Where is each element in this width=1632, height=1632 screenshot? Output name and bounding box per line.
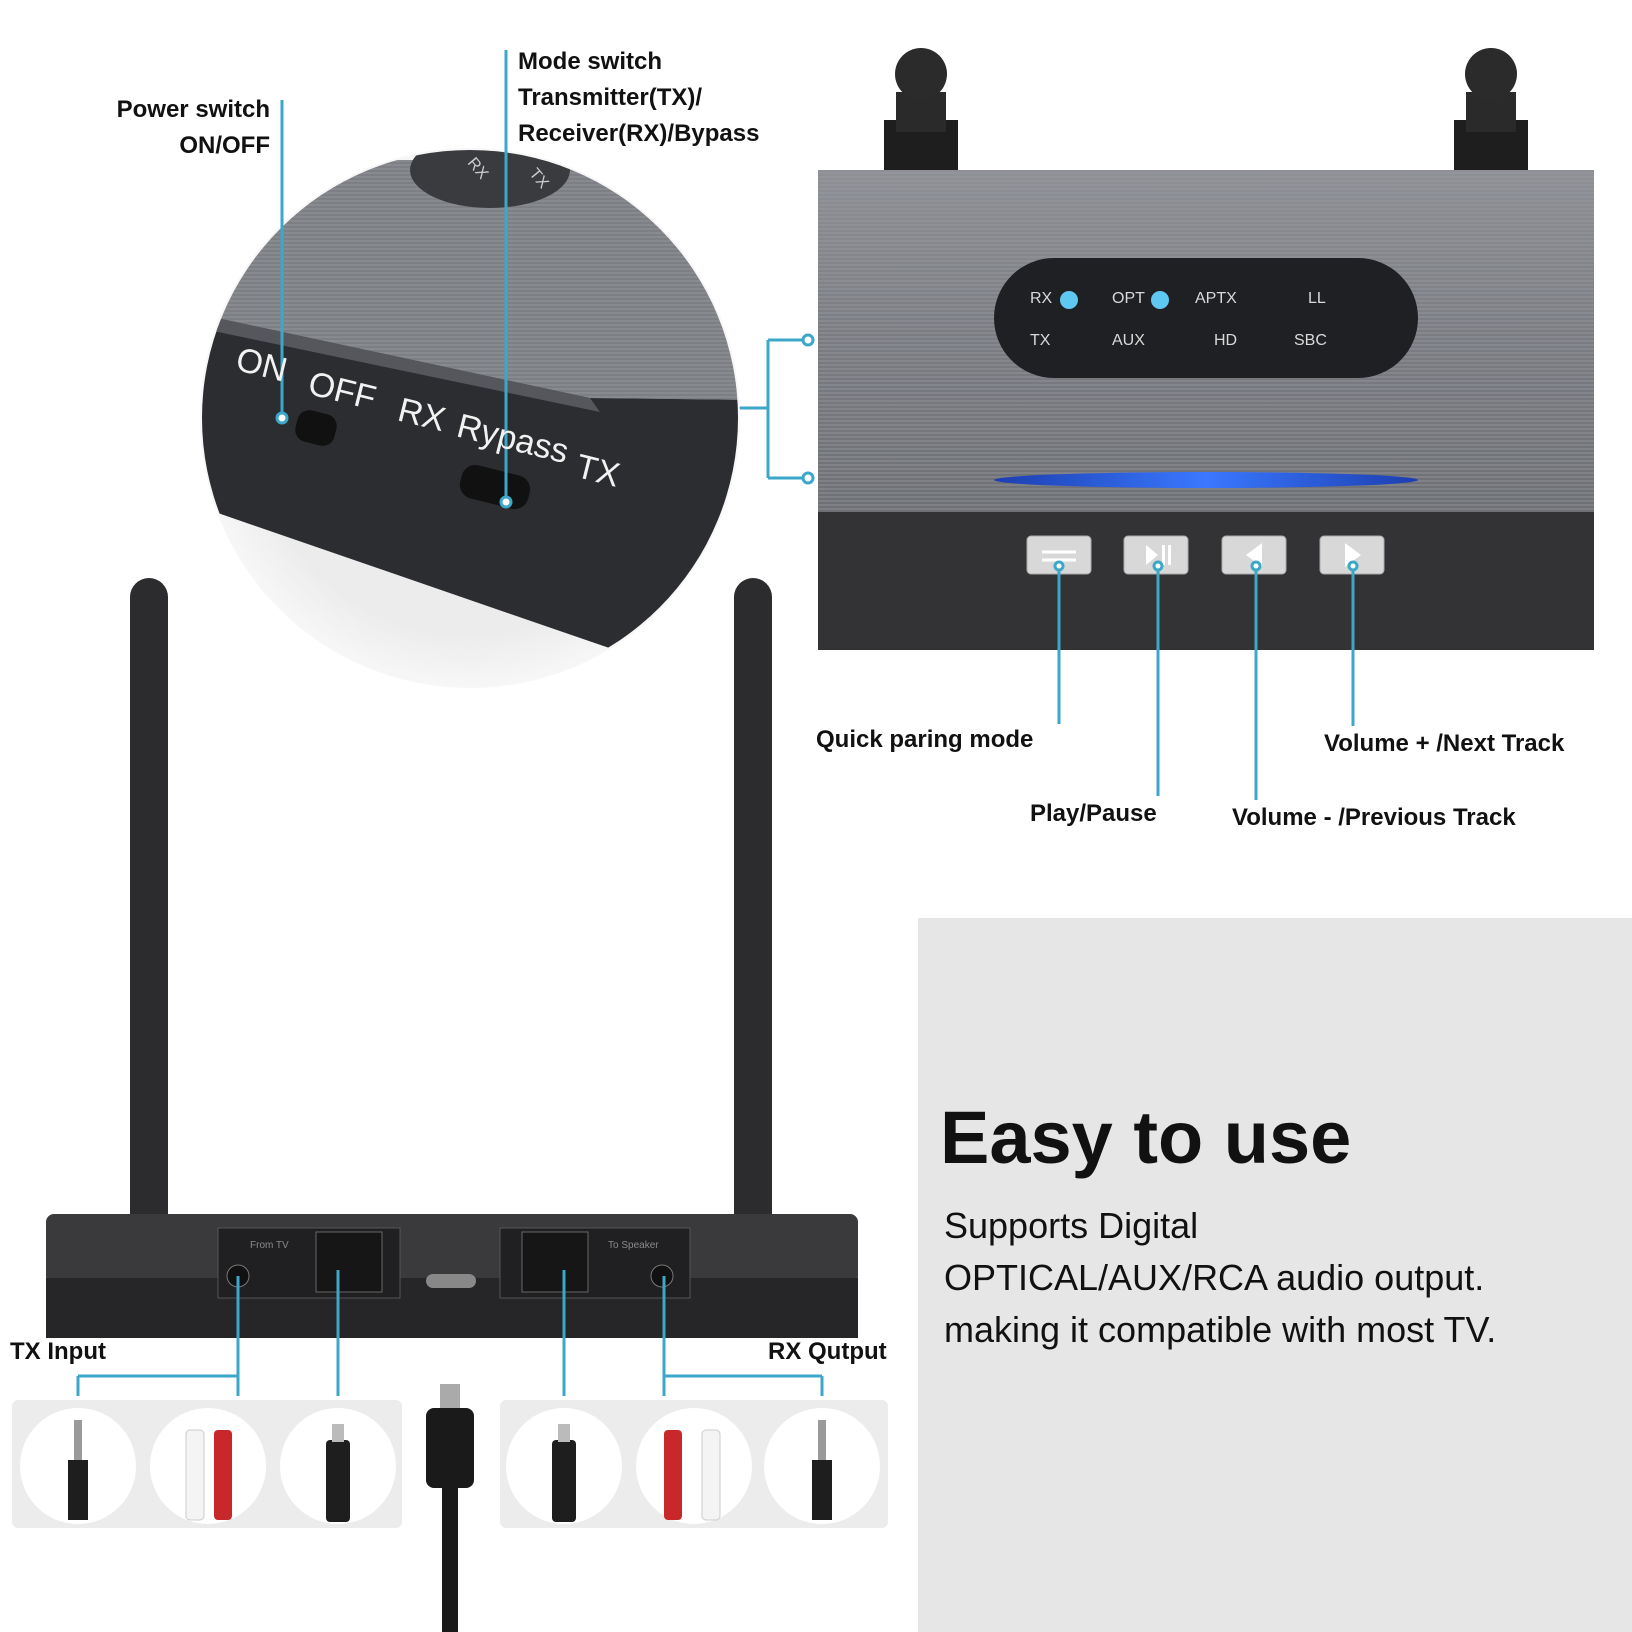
- indicator-label-aux: AUX: [1112, 332, 1145, 349]
- device-rear-view: [46, 578, 858, 1338]
- antenna-left: [130, 578, 168, 1328]
- promo-line-2: OPTICAL/AUX/RCA audio output.: [944, 1257, 1485, 1298]
- indicator-label-hd: HD: [1214, 332, 1238, 349]
- indicator-label-sbc: SBC: [1294, 332, 1327, 349]
- indicator-label-ll: LL: [1308, 290, 1326, 307]
- usb-c-cable-icon: [426, 1384, 474, 1632]
- opt-led: [1151, 291, 1169, 309]
- mode-switch-callout-line3: Receiver(RX)/Bypass: [518, 120, 760, 147]
- rca-plug-icon: [185, 1429, 721, 1521]
- indicator-label-aptx: APTX: [1195, 290, 1237, 307]
- optical-plug-icon: [326, 1424, 576, 1522]
- port-callout-lines: [76, 1270, 824, 1396]
- antenna-right: [734, 578, 772, 1328]
- promo-panel: [918, 918, 1632, 1632]
- quick-pairing-callout: Quick paring mode: [816, 726, 1034, 753]
- indicator-panel: [994, 258, 1418, 378]
- tx-input-callout: TX Input: [10, 1338, 106, 1365]
- power-switch-callout-line2: ON/OFF: [179, 132, 270, 159]
- play-pause-button[interactable]: [1123, 535, 1189, 575]
- indicator-label-rx: RX: [1030, 290, 1053, 307]
- switch-zoom-circle: [200, 148, 740, 688]
- promo-headline: Easy to use: [940, 1096, 1352, 1179]
- zoom-connector: [714, 338, 808, 480]
- volume-down-callout: Volume - /Previous Track: [1232, 804, 1516, 831]
- rx-led: [1060, 291, 1078, 309]
- rx-output-callout: RX Qutput: [768, 1338, 887, 1365]
- antenna-stub-left: [884, 48, 958, 172]
- blue-light-bar: [994, 472, 1418, 488]
- power-switch-callout: Power switch ON/OFF: [70, 92, 270, 164]
- button-callout-lines: [1057, 566, 1355, 800]
- power-switch[interactable]: [275, 411, 289, 425]
- promo-line-3: making it compatible with most TV.: [944, 1309, 1497, 1350]
- indicator-label-opt: OPT: [1112, 290, 1145, 307]
- play-pause-callout: Play/Pause: [1030, 800, 1157, 827]
- volume-up-callout: Volume + /Next Track: [1324, 730, 1565, 757]
- connector-bubbles: [20, 1408, 880, 1524]
- power-switch-callout-line1: Power switch: [116, 96, 270, 123]
- antenna-stub-right: [1454, 48, 1528, 172]
- quick-pairing-button[interactable]: [1026, 535, 1092, 575]
- indicator-label-tx: TX: [1030, 332, 1051, 349]
- aux-plug-icon: [68, 1420, 832, 1520]
- port-label-from-tv: From TV: [250, 1240, 289, 1251]
- mode-switch-callout-line1: Mode switch: [518, 48, 663, 75]
- port-label-to-speaker: To Speaker: [608, 1240, 659, 1251]
- mode-switch-callout: Mode switch Transmitter(TX)/ Receiver(RX…: [518, 44, 759, 152]
- mode-switch[interactable]: [499, 495, 513, 509]
- promo-line-1: Supports Digital: [944, 1205, 1199, 1246]
- mode-switch-callout-line2: Transmitter(TX)/: [518, 84, 703, 111]
